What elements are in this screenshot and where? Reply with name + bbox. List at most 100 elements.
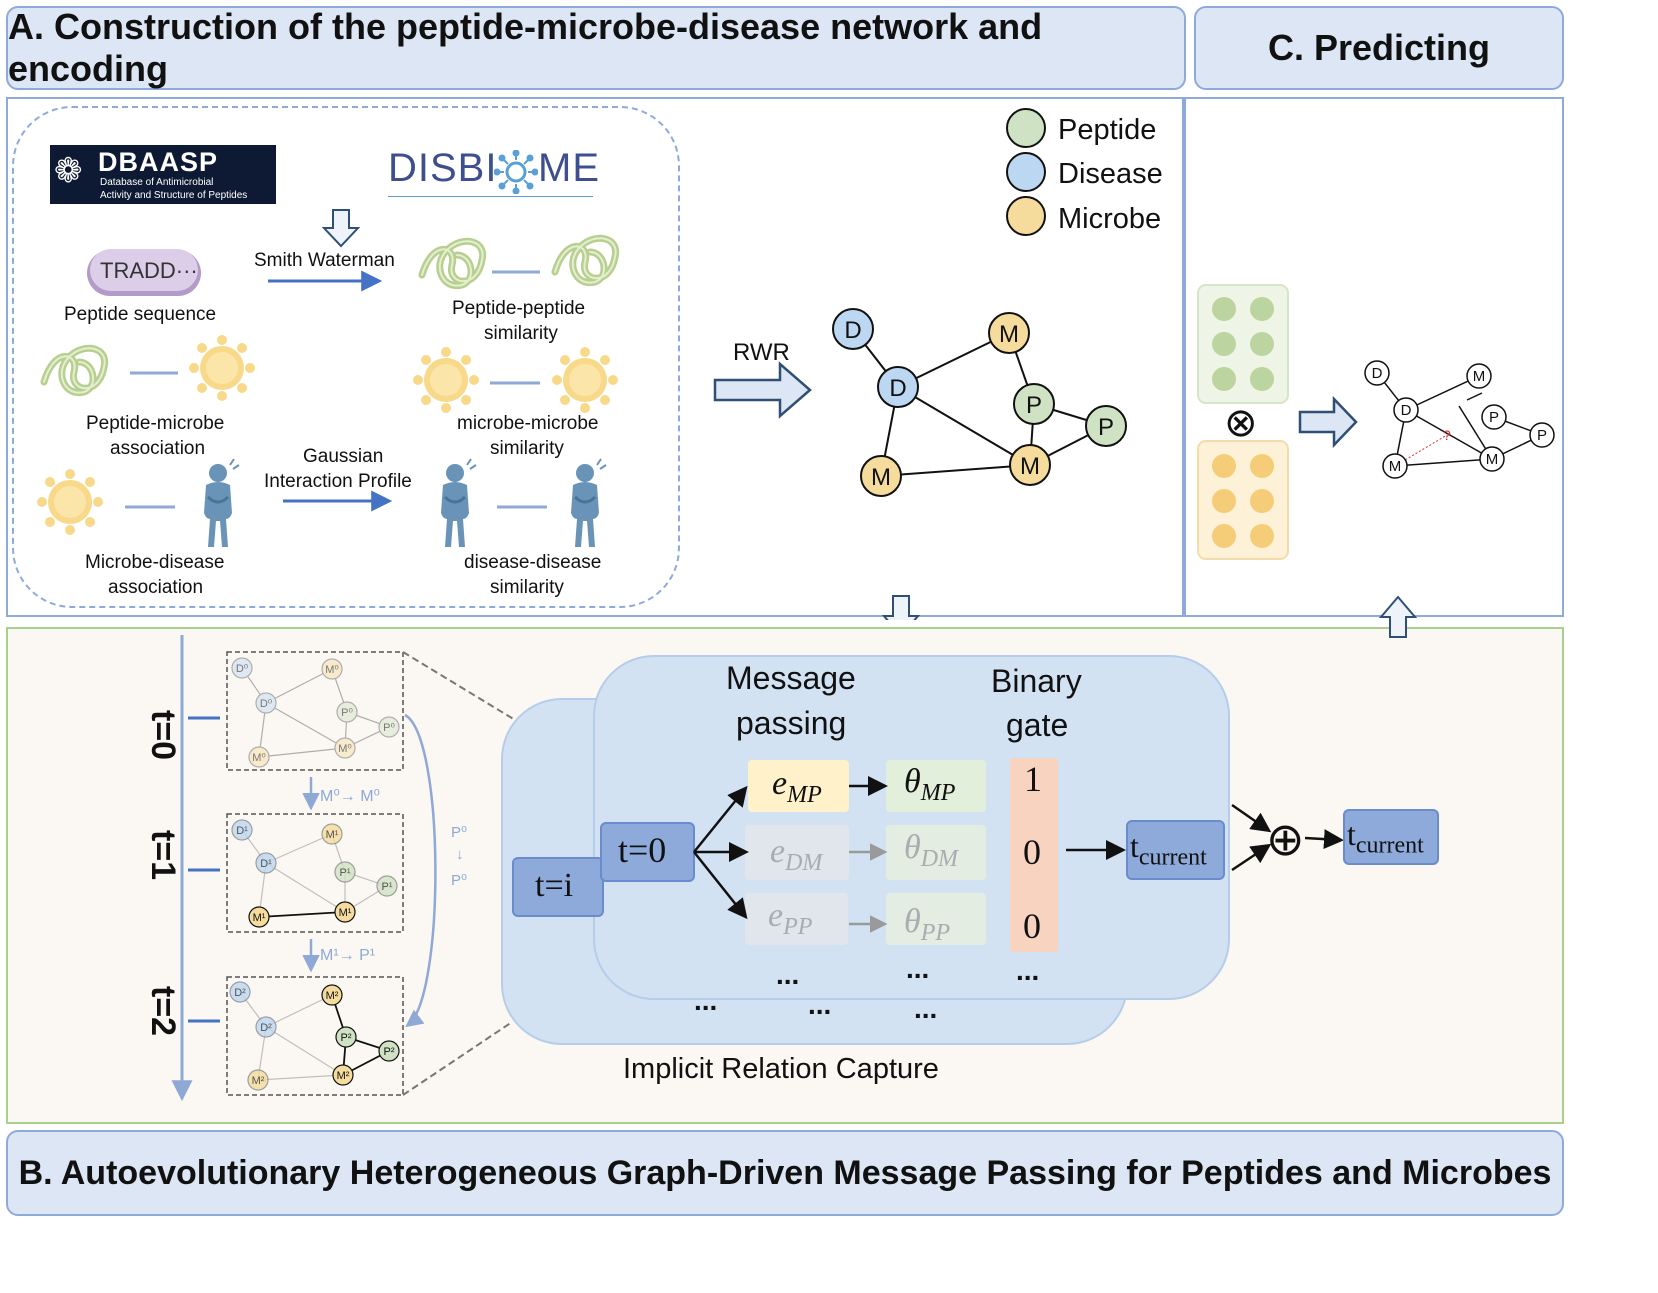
md-assoc-label-2: association xyxy=(108,577,204,598)
t-current-out-subscript: current xyxy=(1355,832,1424,859)
time-label-t0: t=0 xyxy=(144,710,182,761)
panel-a xyxy=(6,97,1184,617)
t-current-label: tcurrent xyxy=(1130,826,1207,877)
header-a-title: A. Construction of the peptide-microbe-d… xyxy=(8,6,1043,89)
pred-node-m2-label: M xyxy=(1486,451,1499,468)
net-node-p1 xyxy=(1013,383,1055,425)
message-passing-title-1: Message xyxy=(726,660,856,696)
mini-t1-d2: D¹ xyxy=(260,858,272,870)
dbaasp-logo: ❁ DBAASP Database of Antimicrobial Activ… xyxy=(50,145,276,204)
ellipsis-back-1: ... xyxy=(694,985,718,1016)
panel-a-art: D D M P P M M xyxy=(37,108,1127,620)
otimes-symbol: ⊗ xyxy=(1224,401,1258,445)
pred-node-p1 xyxy=(1481,404,1507,430)
net-node-d1 xyxy=(832,308,874,350)
legend-peptide-label: Peptide xyxy=(1058,114,1157,146)
ellipsis-e-front: ... xyxy=(776,959,800,990)
md-assoc-label-1: Microbe-disease xyxy=(85,552,225,573)
mm-sim-label-1: microbe-microbe xyxy=(457,413,599,434)
mini-graph-t1 xyxy=(226,813,404,933)
dd-sim-label-1: disease-disease xyxy=(464,552,602,573)
mini-t1-m2: M¹ xyxy=(339,907,352,919)
t-current-box xyxy=(1126,820,1225,880)
oplus-symbol: ⊕ xyxy=(1266,813,1305,865)
binary-gate-column xyxy=(1010,758,1058,952)
mini-t2-m2: M² xyxy=(337,1070,350,1082)
e-mp-label: eMP xyxy=(772,764,822,815)
pred-node-m1-label: M xyxy=(1473,368,1486,385)
p0-arrow-glyph: ↓ xyxy=(456,846,464,863)
theta-pp-box xyxy=(886,893,986,945)
time-label-t2: t=2 xyxy=(144,986,182,1037)
legend-microbe-label: Microbe xyxy=(1058,203,1162,235)
ti-label: t=i xyxy=(535,867,574,904)
e-dm-box xyxy=(745,825,849,880)
mini-graph-t0 xyxy=(226,651,404,771)
e-mp-subscript: MP xyxy=(787,781,822,808)
pred-node-d1 xyxy=(1364,360,1390,386)
disbiome-underline xyxy=(388,196,593,197)
e-pp-label: ePP xyxy=(768,896,812,947)
implicit-relation-caption: Implicit Relation Capture xyxy=(623,1053,939,1085)
smith-waterman-label: Smith Waterman xyxy=(254,250,395,271)
legend-peptide-swatch xyxy=(1006,108,1046,148)
pred-node-d2 xyxy=(1393,397,1419,423)
pred-node-p1-label: P xyxy=(1489,409,1499,426)
theta-mp-label: θMP xyxy=(904,762,955,813)
t-current-symbol: t xyxy=(1130,828,1139,864)
theta-dm-subscript: DM xyxy=(920,845,959,872)
mini-t0-m2: M⁰ xyxy=(338,743,352,755)
disbiome-o-icon xyxy=(494,150,538,194)
panel-c-art: D D M P P M M ? xyxy=(1197,284,1555,638)
theta-pp-symbol: θ xyxy=(904,903,921,940)
theta-dm-label: θDM xyxy=(904,828,958,879)
theta-mp-subscript: MP xyxy=(920,779,956,806)
mini-t2-m1: M² xyxy=(326,990,339,1002)
mini-t1-m3: M¹ xyxy=(253,912,266,924)
header-predicting: C. Predicting xyxy=(1194,6,1564,90)
ellipsis-gate-front: ... xyxy=(1016,955,1040,986)
p0-label-top: P⁰ xyxy=(451,824,468,841)
mini-t1-d1: D¹ xyxy=(236,825,248,837)
pp-sim-label-1: Peptide-peptide xyxy=(452,298,586,319)
mini-t2-p2: P² xyxy=(384,1046,395,1058)
mini-t2-d2: D² xyxy=(260,1022,272,1034)
mini-t1-p1: P¹ xyxy=(340,867,351,879)
pm-assoc-label-2: association xyxy=(110,438,206,459)
pred-node-p2 xyxy=(1529,422,1555,448)
mini-graph-t2 xyxy=(226,976,404,1096)
disbiome-logo: DISBI ME xyxy=(388,138,600,202)
mini-t1-p2: P¹ xyxy=(382,881,393,893)
theta-mp-symbol: θ xyxy=(904,763,921,800)
net-node-p1-label: P xyxy=(1026,392,1042,419)
dbaasp-subtitle-1: Database of Antimicrobial xyxy=(100,177,214,188)
mini-t0-m3: M⁰ xyxy=(252,752,266,764)
ellipsis-back-2: ... xyxy=(808,989,832,1020)
t-current-out-box xyxy=(1343,809,1439,865)
net-node-m1-label: M xyxy=(999,321,1019,348)
header-c-title: C. Predicting xyxy=(1267,27,1491,68)
mini-t2-p1: P² xyxy=(341,1032,352,1044)
pm-assoc-label-1: Peptide-microbe xyxy=(86,413,225,434)
e-dm-symbol: e xyxy=(770,833,786,870)
ellipsis-back-3: ... xyxy=(914,993,938,1024)
net-node-d1-label: D xyxy=(844,317,861,344)
theta-pp-label: θPP xyxy=(904,902,950,953)
t-current-out-symbol: t xyxy=(1347,816,1356,852)
disbiome-text-right: ME xyxy=(538,146,600,190)
net-node-p2-label: P xyxy=(1098,414,1114,441)
t0-box-label: t=0 xyxy=(618,830,667,870)
rwr-label: RWR xyxy=(733,339,790,366)
net-node-m2 xyxy=(1009,444,1051,486)
dbaasp-subtitle-2: Activity and Structure of Peptides xyxy=(100,190,248,201)
dbaasp-emblem-icon: ❁ xyxy=(54,152,83,190)
message-passing-title-2: passing xyxy=(736,705,847,741)
e-mp-symbol: e xyxy=(772,765,788,802)
down-arrow-icon xyxy=(321,209,361,248)
tradd-pill xyxy=(87,249,201,296)
legend-disease-label: Disease xyxy=(1058,158,1163,190)
legend-microbe-swatch xyxy=(1006,196,1046,236)
pred-node-d1-label: D xyxy=(1372,365,1383,382)
net-node-m3 xyxy=(860,455,902,497)
mini-t2-d1: D² xyxy=(234,987,246,999)
